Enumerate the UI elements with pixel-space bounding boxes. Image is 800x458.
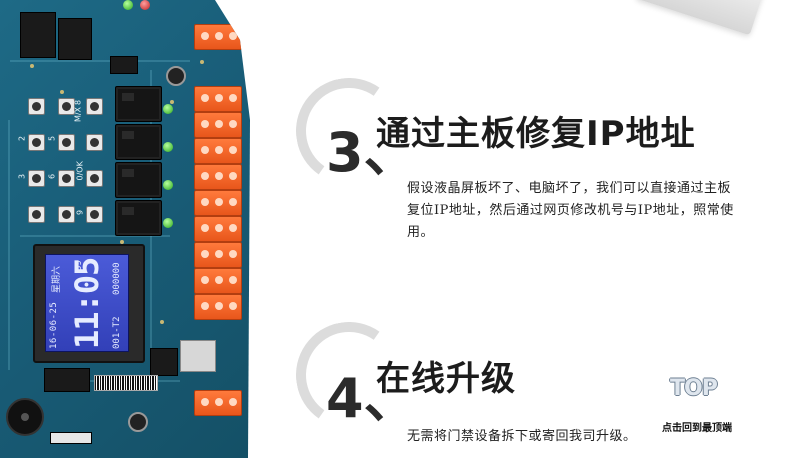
step-description: 无需将门禁设备拆下或寄回我司升级。 xyxy=(407,426,677,448)
lcd-screen: 16-06-25 星期六 11:05 39 001-T2 000000 xyxy=(45,254,129,352)
step-title: 在线升级 xyxy=(376,359,516,399)
keypad-button xyxy=(86,206,103,223)
step-number: 3、 xyxy=(326,121,418,184)
keypad-button xyxy=(28,98,45,115)
step-description-line: 无需将门禁设备拆下或寄回我司升级。 xyxy=(407,429,637,444)
keypad-button xyxy=(28,134,45,151)
keypad-button xyxy=(86,98,103,115)
keypad-label: 5 xyxy=(47,135,57,142)
board-led xyxy=(123,0,133,10)
board-relay xyxy=(115,86,162,122)
circuit-board-image: 8 M/X 2 5 0/OK 3 6 9 16-06-25 星期六 11:05 … xyxy=(0,0,250,458)
board-led xyxy=(163,104,173,114)
keypad-label: M/X xyxy=(73,106,83,123)
lcd-device-id: 001-T2 xyxy=(112,316,122,349)
lcd-seconds: 39 xyxy=(74,260,84,271)
keypad-button xyxy=(28,206,45,223)
board-chip xyxy=(58,18,92,60)
rj45-connector xyxy=(180,340,216,372)
board-capacitor xyxy=(166,66,186,86)
terminal-block xyxy=(194,242,242,268)
terminal-block xyxy=(194,268,242,294)
board-led xyxy=(163,218,173,228)
board-led xyxy=(163,180,173,190)
board-chip xyxy=(20,12,56,58)
board-pad xyxy=(170,100,174,104)
terminal-block xyxy=(194,24,242,50)
terminal-block xyxy=(194,112,242,138)
board-chip xyxy=(110,56,138,74)
board-pad xyxy=(120,240,124,244)
keypad-button xyxy=(86,134,103,151)
terminal-block xyxy=(194,86,242,112)
step-description-line: 复位IP地址，然后通过网页修改机号与IP地址，照常使 xyxy=(407,203,734,218)
board-pad xyxy=(30,64,34,68)
keypad-label: 3 xyxy=(17,173,27,180)
board-pad xyxy=(60,90,64,94)
keypad-label: 2 xyxy=(17,135,27,142)
keypad-label: 0/OK xyxy=(75,161,85,181)
terminal-block xyxy=(194,216,242,242)
terminal-block xyxy=(194,190,242,216)
board-capacitor xyxy=(128,412,148,432)
terminal-block xyxy=(194,164,242,190)
board-pad xyxy=(160,320,164,324)
keypad-button xyxy=(28,170,45,187)
board-relay xyxy=(115,162,162,198)
terminal-block xyxy=(194,390,242,416)
step-description-line: 用。 xyxy=(407,225,435,240)
keypad-button xyxy=(58,170,75,187)
board-chip xyxy=(44,368,90,392)
board-pad xyxy=(200,60,204,64)
top-logo-icon: TOP xyxy=(670,376,718,401)
board-relay xyxy=(115,124,162,160)
back-to-top-button[interactable]: TOP 点击回到最顶端 xyxy=(662,376,772,436)
board-led xyxy=(140,0,150,10)
lcd-module: 16-06-25 星期六 11:05 39 001-T2 000000 xyxy=(33,244,145,363)
keypad-label: 9 xyxy=(75,209,85,216)
step-number: 4、 xyxy=(326,367,418,430)
lcd-weekday: 星期六 xyxy=(52,265,62,293)
keypad-button xyxy=(58,98,75,115)
board-trace xyxy=(10,60,190,62)
lcd-code: 000000 xyxy=(112,262,122,295)
decorative-corner-shape xyxy=(635,0,765,36)
back-to-top-label: 点击回到最顶端 xyxy=(662,423,732,434)
board-trace xyxy=(20,235,170,237)
step-description: 假设液晶屏板坏了、电脑坏了，我们可以直接通过主板 复位IP地址，然后通过网页修改… xyxy=(407,178,792,244)
board-chip xyxy=(150,348,178,376)
buzzer xyxy=(6,398,44,436)
board-connector xyxy=(50,432,92,444)
keypad-button xyxy=(86,170,103,187)
lcd-date: 16-06-25 xyxy=(49,301,59,349)
lcd-time: 11:05 xyxy=(68,257,106,349)
board-relay xyxy=(115,200,162,236)
keypad-button xyxy=(58,134,75,151)
keypad-button xyxy=(58,206,75,223)
terminal-block xyxy=(194,294,242,320)
step-title: 通过主板修复IP地址 xyxy=(376,114,696,154)
terminal-block xyxy=(194,138,242,164)
barcode-sticker xyxy=(94,375,158,391)
step-description-line: 假设液晶屏板坏了、电脑坏了，我们可以直接通过主板 xyxy=(407,181,732,196)
board-led xyxy=(163,142,173,152)
keypad-label: 6 xyxy=(47,173,57,180)
board-trace xyxy=(8,120,10,370)
